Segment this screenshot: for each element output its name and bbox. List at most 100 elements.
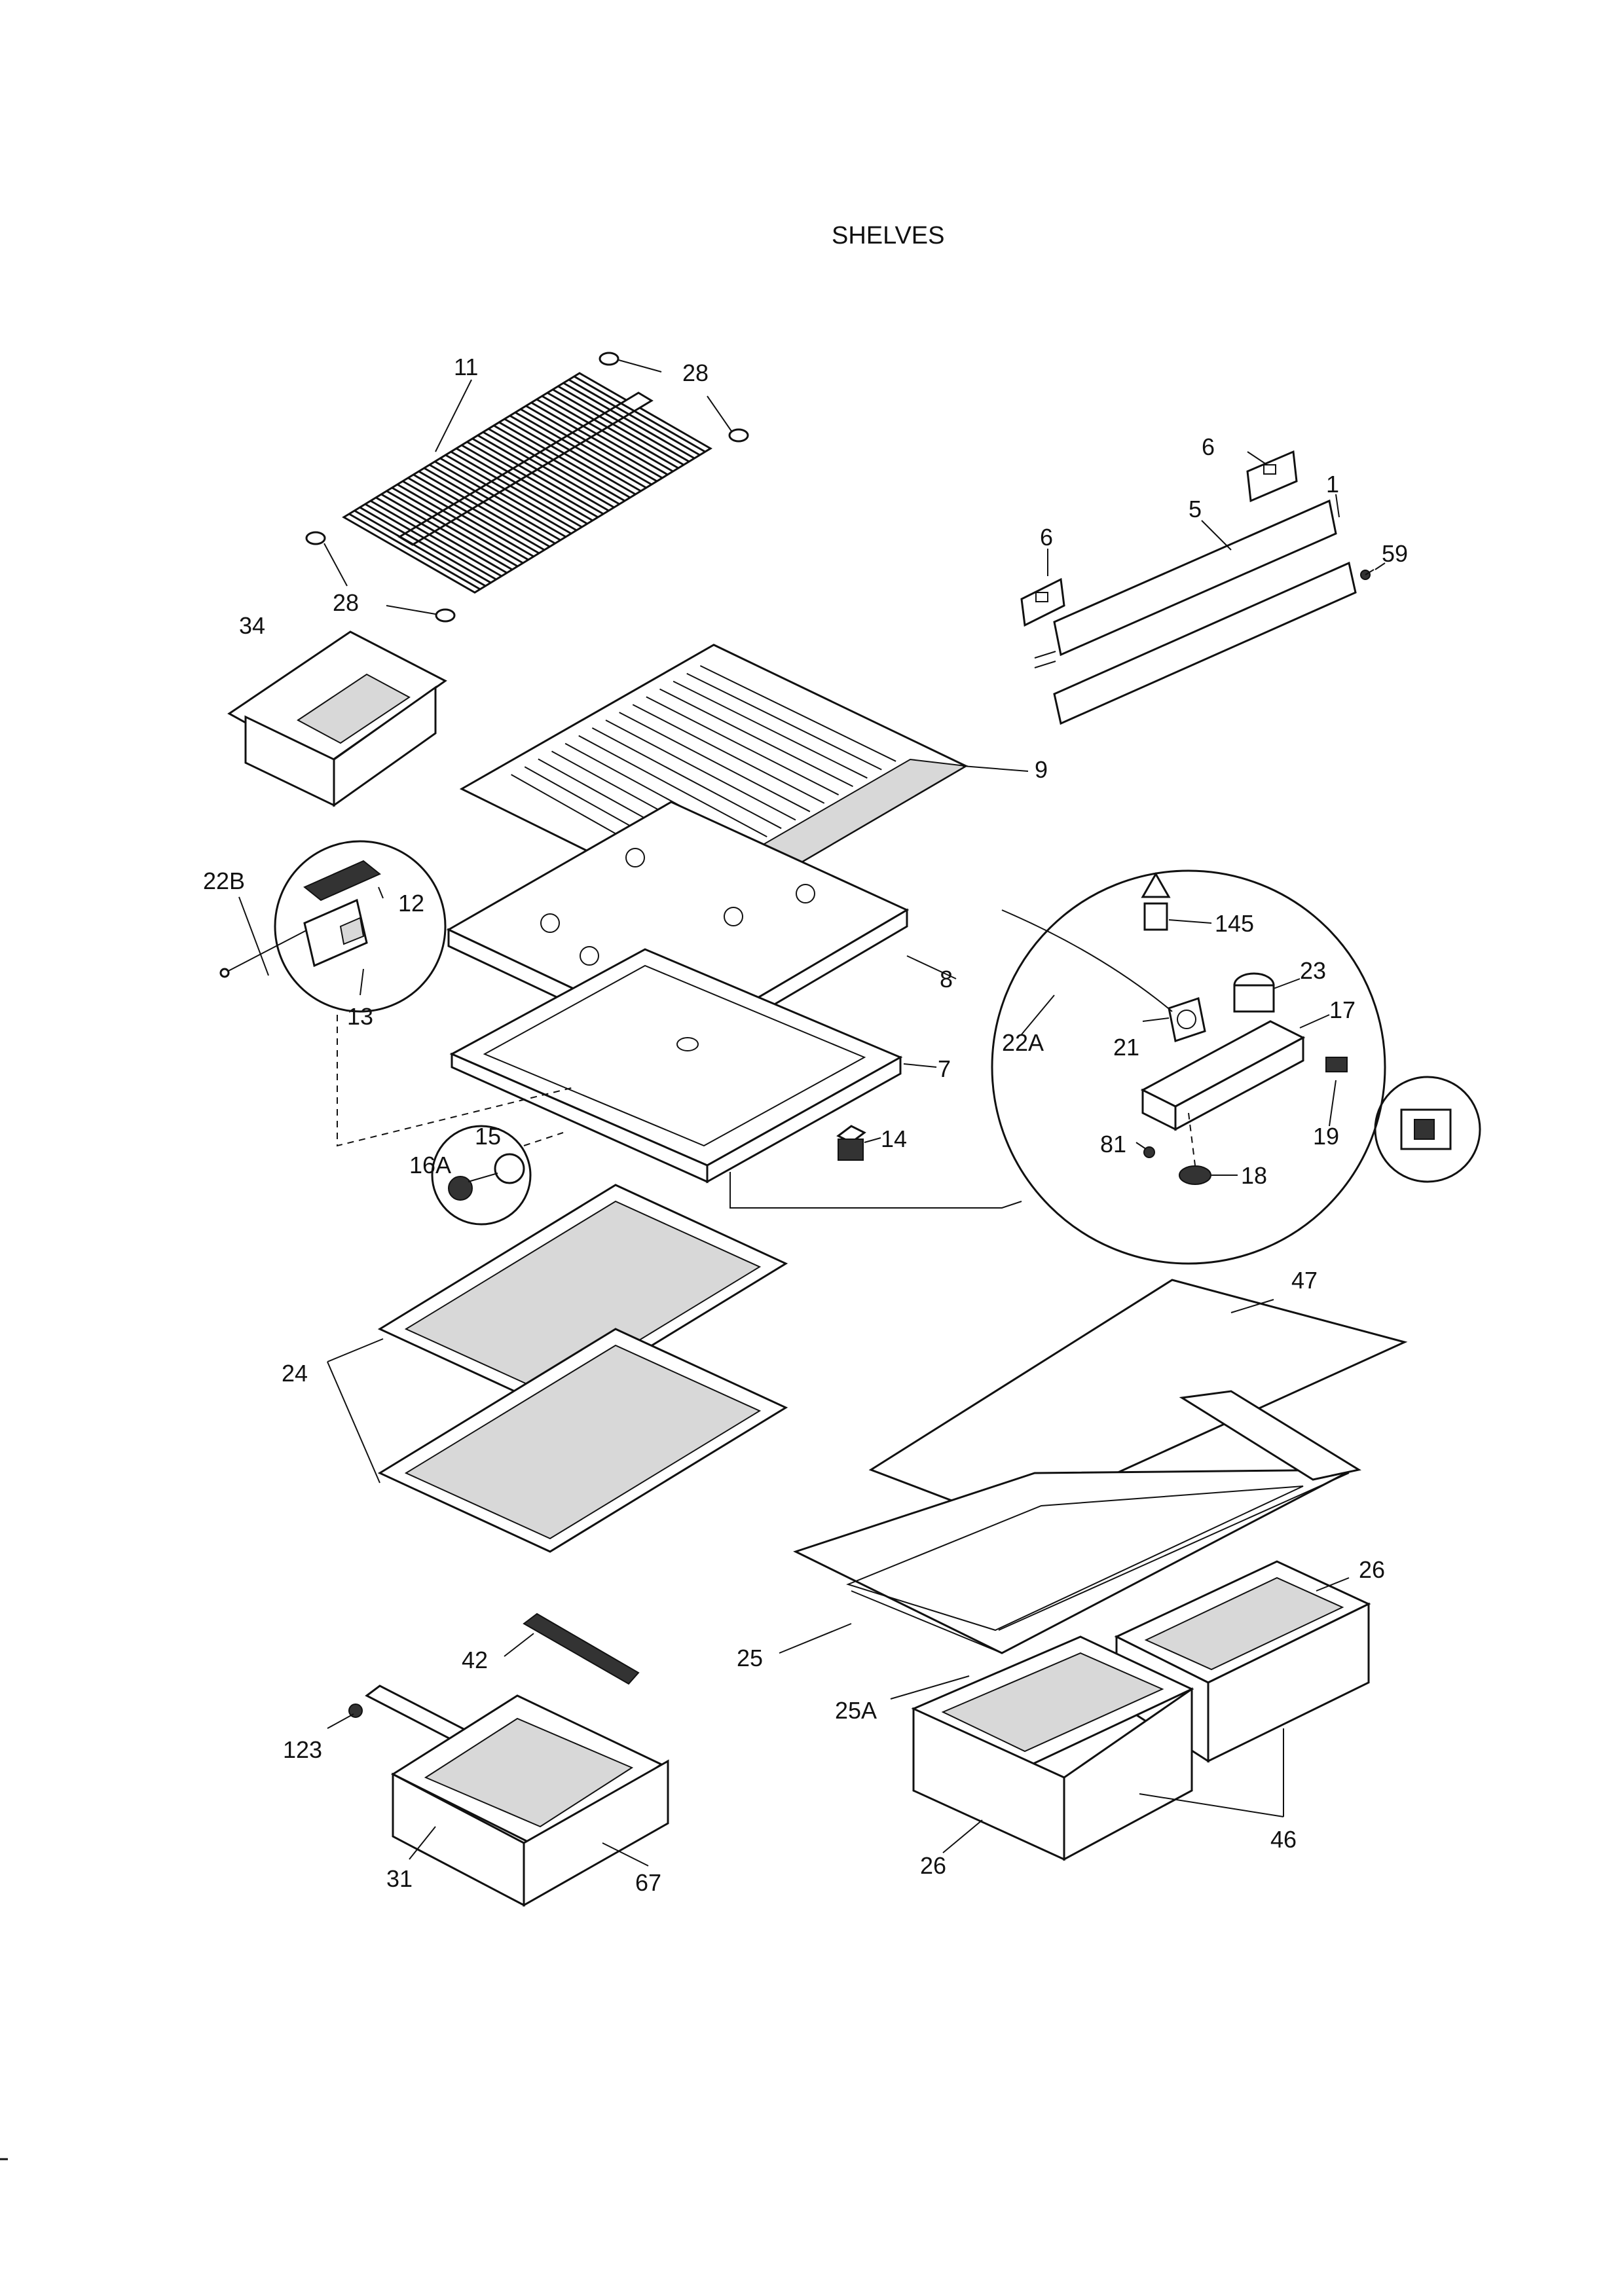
leader-lines [238, 359, 1386, 1867]
callout-42: 42 [462, 1647, 488, 1673]
callout-123: 123 [283, 1736, 322, 1763]
callout-7: 7 [938, 1055, 951, 1082]
crisper-frame-25 [793, 1390, 1361, 1654]
callout-8: 8 [940, 966, 953, 993]
detail-circle-lamp [431, 1125, 532, 1226]
callout-19: 19 [1313, 1123, 1339, 1150]
cover-ribs-line [619, 712, 811, 812]
callout-24: 24 [282, 1360, 308, 1387]
wire-ribs-line [525, 405, 657, 483]
crisper-drawer-26-left [911, 1635, 1194, 1861]
callout-15: 15 [475, 1123, 501, 1150]
bracket-6-right [1246, 450, 1298, 503]
callout-67: 67 [635, 1869, 661, 1896]
wire-ribs-line [456, 447, 588, 525]
bracket-6-left [1020, 577, 1065, 627]
wire-ribs-line [445, 454, 578, 532]
callout-1: 1 [1326, 471, 1339, 498]
switch-14 [836, 1125, 866, 1161]
callout-12: 12 [398, 890, 424, 917]
callout-14: 14 [881, 1125, 907, 1152]
cover-ribs-line [659, 688, 853, 788]
wire-ribs-line [402, 480, 534, 558]
callout-26-left: 26 [920, 1852, 946, 1879]
wire-ribs-line [386, 490, 519, 568]
wire-ribs-line [493, 424, 625, 502]
wire-ribs-line [418, 470, 551, 548]
wire-ribs-line [370, 500, 502, 577]
callout-18: 18 [1241, 1162, 1267, 1189]
callout-145: 145 [1215, 910, 1254, 937]
callout-22A: 22A [1002, 1029, 1044, 1056]
wire-ribs-line [536, 398, 669, 476]
wire-ribs-line [574, 375, 706, 453]
shelf-end-caps-28 [305, 352, 749, 623]
wire-ribs-line [461, 444, 593, 522]
wire-shelf-11 [342, 372, 712, 594]
glass-shelf-24-lower [377, 1328, 788, 1553]
cover-ribs-line [686, 672, 882, 771]
wire-ribs-line [482, 431, 615, 509]
trim-strip-42 [523, 1613, 640, 1685]
callout-25: 25 [737, 1645, 763, 1671]
wire-ribs-line [552, 388, 684, 466]
cover-ribs-line [605, 720, 796, 821]
wire-ribs-line [359, 506, 492, 584]
callout-13: 13 [347, 1003, 373, 1030]
cover-ribs-line [646, 696, 840, 795]
wire-ribs-line [488, 428, 620, 505]
wire-ribs-line [466, 441, 599, 519]
callout-5: 5 [1189, 496, 1202, 522]
wire-ribs-line [471, 437, 604, 515]
wire-ribs-line [364, 503, 497, 581]
wire-ribs-line [429, 464, 561, 541]
callout-25A: 25A [835, 1697, 877, 1724]
cover-ribs-line [632, 704, 825, 804]
callout-17: 17 [1329, 996, 1356, 1023]
storage-bin-34 [227, 630, 447, 807]
callout-labels: 11 28 28 34 6 6 5 1 59 9 22B 12 13 8 7 1… [203, 354, 1408, 1896]
callout-46: 46 [1270, 1826, 1297, 1853]
cover-ribs-line [578, 735, 767, 838]
wire-ribs-line [375, 496, 507, 574]
wire-ribs-line [439, 457, 572, 535]
pan-drawer-31 [390, 1694, 669, 1907]
callout-6-left: 6 [1040, 524, 1053, 551]
wire-ribs-line [450, 450, 583, 528]
callout-81: 81 [1100, 1131, 1126, 1157]
callout-34: 34 [239, 612, 265, 639]
callout-9: 9 [1035, 756, 1048, 783]
callout-28-top: 28 [682, 359, 709, 386]
callout-21: 21 [1113, 1034, 1139, 1061]
wire-ribs-line [397, 483, 529, 561]
wire-ribs-line [541, 395, 674, 473]
screw-59 [1360, 569, 1375, 580]
wire-ribs-line [413, 473, 545, 551]
callout-6-right: 6 [1202, 433, 1215, 460]
wire-ribs-line [520, 408, 652, 486]
callout-47: 47 [1291, 1267, 1318, 1294]
front-rail-5 [1034, 499, 1357, 725]
callout-28-bottom: 28 [333, 589, 359, 616]
wire-ribs-line [354, 509, 487, 587]
diagram-title: SHELVES [832, 222, 944, 249]
wire-ribs-line [568, 378, 701, 456]
detail-circle-fan [991, 869, 1481, 1265]
wire-ribs-line [477, 434, 610, 512]
wire-ribs-line [380, 493, 513, 571]
wire-ribs-line [348, 513, 481, 591]
callout-23: 23 [1300, 957, 1326, 984]
wire-ribs-line [391, 486, 524, 564]
wire-ribs-line [407, 477, 540, 555]
cover-ribs-line [591, 727, 782, 829]
wire-ribs-line [547, 392, 679, 469]
cover-ribs-line [699, 665, 896, 762]
dashed-connectors [337, 1015, 1022, 1209]
wire-ribs-line [515, 411, 647, 489]
wire-ribs-line [557, 385, 690, 463]
wire-ribs-line [530, 401, 663, 479]
callout-59: 59 [1382, 540, 1408, 567]
cover-ribs-line [673, 680, 868, 779]
detail-circle-left [219, 840, 447, 1013]
